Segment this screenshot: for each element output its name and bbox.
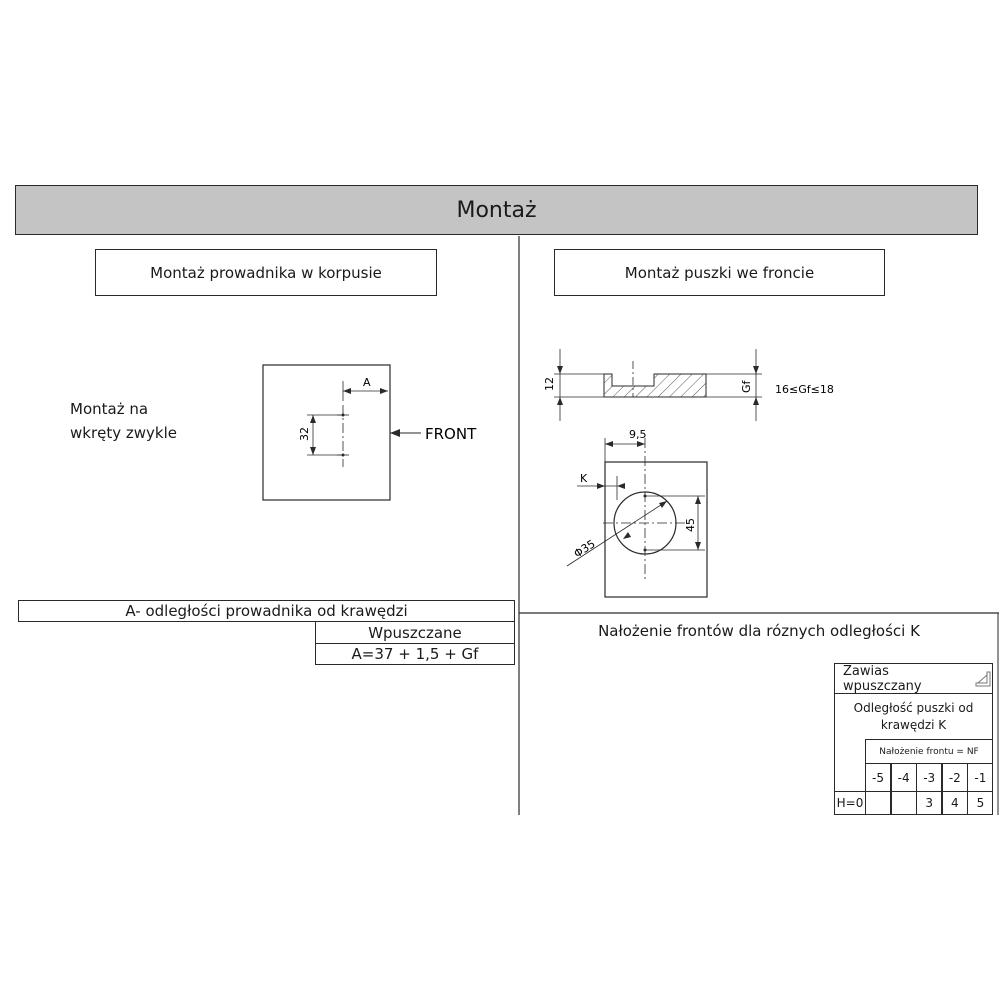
hinge-type-cell: Zawias wpuszczany bbox=[834, 663, 993, 694]
nf-value-cell: -2 bbox=[941, 763, 968, 792]
nf-label-cell: Nałożenie frontu = NF bbox=[865, 739, 993, 764]
offset-table-col-header: Wpuszczane bbox=[315, 621, 515, 644]
hinge-icon bbox=[975, 671, 991, 686]
row-label-cell: H=0 bbox=[834, 791, 866, 815]
right-section-title: Montaż puszki we froncie bbox=[554, 249, 885, 296]
nf-value-cell: -3 bbox=[916, 763, 943, 792]
dim-a-label: A bbox=[363, 376, 371, 389]
k-label-line1: Odległość puszki od bbox=[853, 701, 974, 715]
k-label-cell: Odległość puszki od krawędzi K bbox=[834, 693, 993, 740]
k-label-line2: krawędzi K bbox=[880, 718, 947, 732]
cup-drilling-diagram: 9,5 K 45 Φ35 bbox=[566, 428, 708, 598]
offset-table-formula: A=37 + 1,5 + Gf bbox=[315, 643, 515, 665]
nf-value-cell: -5 bbox=[865, 763, 891, 792]
h-value-cell: 5 bbox=[967, 791, 994, 815]
slide-mounting-diagram: A 32 FRONT bbox=[262, 364, 477, 501]
front-label: FRONT bbox=[425, 425, 477, 443]
dim-9-5-label: 9,5 bbox=[629, 428, 647, 441]
dim-12-label: 12 bbox=[543, 377, 556, 391]
hinge-type-label: Zawias wpuszczany bbox=[843, 663, 922, 694]
h-value-cell: 3 bbox=[916, 791, 943, 815]
dim-k-label: K bbox=[580, 472, 588, 485]
overlay-title: Nałożenie frontów dla róznych odległości… bbox=[598, 622, 920, 640]
mount-note-line2: wkręty zwykle bbox=[70, 424, 177, 442]
dim-gf-label: Gf bbox=[740, 379, 753, 393]
row-label-spacer bbox=[834, 739, 866, 792]
mount-note-line1: Montaż na bbox=[70, 400, 149, 418]
front-cross-section-diagram: 12 Gf 16≤Gf≤18 bbox=[543, 349, 834, 421]
nf-value-cell: -1 bbox=[967, 763, 994, 792]
left-section-title: Montaż prowadnika w korpusie bbox=[95, 249, 437, 296]
offset-table-title: A- odległości prowadnika od krawędzi bbox=[18, 600, 515, 622]
h-value-cell: 4 bbox=[941, 791, 968, 815]
dim-45-label: 45 bbox=[684, 518, 697, 532]
dim-diameter-label: Φ35 bbox=[572, 537, 598, 560]
nf-value-cell: -4 bbox=[890, 763, 917, 792]
h-value-cell bbox=[865, 791, 891, 815]
h-value-cell bbox=[890, 791, 917, 815]
dim-32-label: 32 bbox=[298, 427, 311, 441]
page-title: Montaż bbox=[15, 185, 978, 235]
gf-range-label: 16≤Gf≤18 bbox=[775, 383, 834, 396]
